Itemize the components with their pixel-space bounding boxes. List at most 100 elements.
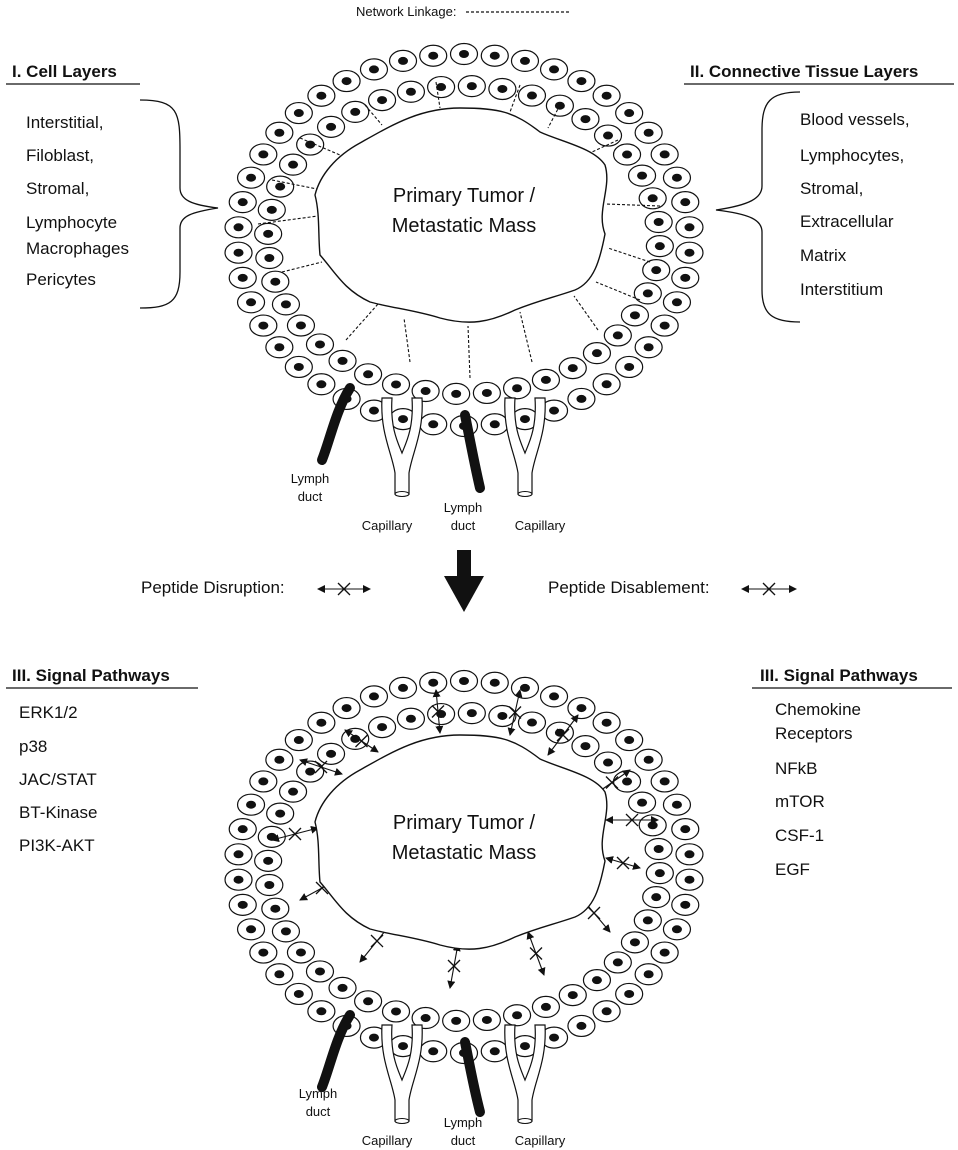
cell <box>316 742 346 765</box>
top-cell-ring <box>224 42 704 438</box>
cell <box>480 1040 509 1063</box>
cell <box>633 909 662 932</box>
cell <box>510 1035 540 1058</box>
cell-layers-list: Interstitial, Filoblast, Stromal, Lympho… <box>26 113 129 289</box>
network-link <box>467 325 471 379</box>
disrupted-link <box>299 758 343 776</box>
cell <box>266 802 295 825</box>
cell <box>228 893 257 916</box>
cell <box>634 121 663 144</box>
cell <box>228 266 257 289</box>
disrupted-link <box>431 689 445 734</box>
connective-item: Interstitium <box>800 280 883 299</box>
cell <box>642 886 671 909</box>
cell <box>612 143 642 166</box>
disrupted-link <box>507 689 523 736</box>
cell <box>265 121 294 144</box>
cell <box>675 868 704 891</box>
connective-item: Blood vessels, <box>800 110 910 129</box>
network-link <box>595 281 641 301</box>
bottom-tumor-mass <box>314 734 608 950</box>
cell <box>381 373 411 396</box>
cell <box>539 1026 569 1049</box>
cell <box>367 88 397 112</box>
cell <box>284 982 313 1006</box>
top-lymph1-label-line1: Lymph <box>291 471 330 486</box>
disrupted-link <box>447 943 461 989</box>
cell <box>531 995 561 1019</box>
cell <box>224 843 253 866</box>
cell <box>671 266 700 289</box>
cell <box>480 671 509 694</box>
cell <box>449 669 479 693</box>
cell <box>305 333 335 356</box>
cell <box>638 187 667 210</box>
cell <box>341 100 370 123</box>
cell <box>502 1004 532 1027</box>
top-lymph1-label-line2: duct <box>298 489 323 504</box>
cell <box>638 814 667 837</box>
cell <box>662 793 692 816</box>
cell <box>388 49 418 72</box>
connective-item: Extracellular <box>800 212 894 231</box>
cell-layer-item: Interstitial, <box>26 113 103 132</box>
bottom-capillary-1 <box>381 1024 423 1125</box>
cell <box>571 735 600 758</box>
bottom-capillary1-label: Capillary <box>362 1133 413 1148</box>
pathway-item: Chemokine <box>775 700 861 719</box>
cell <box>261 270 290 293</box>
cell <box>662 166 692 189</box>
cell <box>571 108 600 131</box>
cell <box>644 210 673 234</box>
cell-layer-item: Stromal, <box>26 179 89 198</box>
bottom-lymph1-label-line1: Lymph <box>299 1086 338 1101</box>
top-capillary1-label: Capillary <box>362 518 413 533</box>
network-link <box>605 203 661 207</box>
cell <box>650 314 679 337</box>
signal-pathways-left-list: ERK1/2 p38 JAC/STAT BT-Kinase PI3K-AKT <box>19 703 97 855</box>
cell <box>615 982 644 1006</box>
cell-layers-title: I. Cell Layers <box>12 62 117 81</box>
cell <box>457 702 486 725</box>
signal-pathways-left-title: III. Signal Pathways <box>12 666 170 685</box>
cell <box>411 379 440 403</box>
cell <box>593 751 623 774</box>
cell <box>603 324 632 347</box>
cell <box>249 770 278 793</box>
cell <box>620 304 650 327</box>
bottom-lymph-duct-2 <box>460 1037 485 1117</box>
top-tumor-mass <box>314 107 608 323</box>
cell <box>359 685 389 708</box>
network-link <box>257 215 319 225</box>
cell <box>228 818 257 841</box>
cell <box>502 377 532 400</box>
cell <box>257 825 286 848</box>
top-lymph2-label-line1: Lymph <box>444 500 483 515</box>
top-lymph-duct-2 <box>460 410 485 493</box>
cell <box>603 951 632 974</box>
cell <box>249 314 278 337</box>
cell <box>396 707 426 730</box>
cell <box>332 696 361 720</box>
network-linkage-legend: Network Linkage: <box>356 4 456 19</box>
bottom-capillary2-label: Capillary <box>515 1133 566 1148</box>
cell <box>582 342 612 365</box>
disrupted-link <box>605 813 659 827</box>
cell <box>675 216 704 239</box>
network-link <box>345 303 379 341</box>
cell <box>615 355 644 379</box>
cell <box>671 818 700 841</box>
cell-layer-item: Pericytes <box>26 270 96 289</box>
cell <box>671 893 700 916</box>
cell <box>419 1040 448 1063</box>
cell <box>615 101 644 125</box>
top-network-links <box>257 81 661 379</box>
connective-item: Stromal, <box>800 179 863 198</box>
cell <box>266 175 295 198</box>
cell <box>419 671 448 694</box>
left-brace <box>139 99 219 309</box>
cell <box>592 711 621 734</box>
cell <box>254 222 283 245</box>
cell <box>517 84 547 107</box>
